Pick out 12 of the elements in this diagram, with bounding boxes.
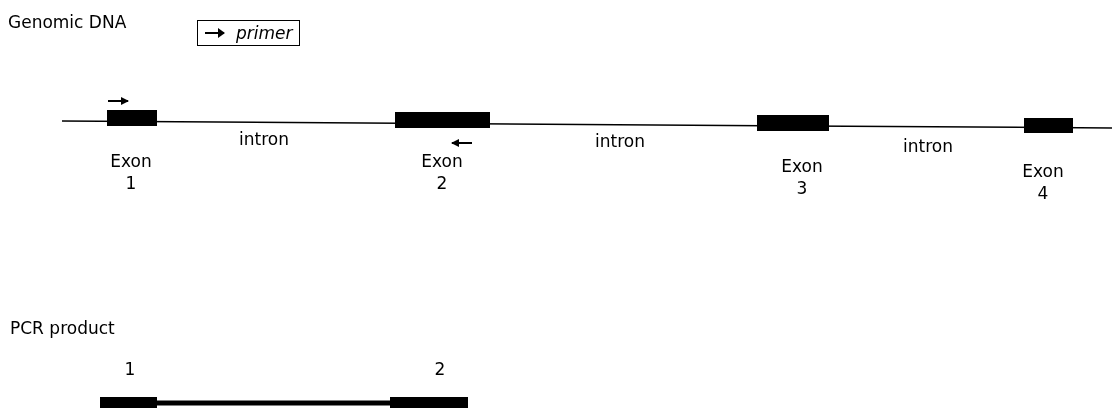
exon-number: 2 — [434, 358, 446, 380]
intron-label: intron — [903, 135, 953, 157]
exon-number: 1 — [124, 358, 136, 380]
legend-text: primer — [236, 22, 293, 44]
section-title: Genomic DNA — [8, 11, 127, 33]
exon-label: Exon 2 — [420, 150, 464, 194]
exon-label: Exon 4 — [1021, 160, 1065, 204]
exon-label: Exon 1 — [109, 150, 153, 194]
exon-label: Exon 3 — [780, 155, 824, 199]
intron-label: intron — [239, 128, 289, 150]
section-title: PCR product — [10, 317, 115, 339]
intron-label: intron — [595, 130, 645, 152]
